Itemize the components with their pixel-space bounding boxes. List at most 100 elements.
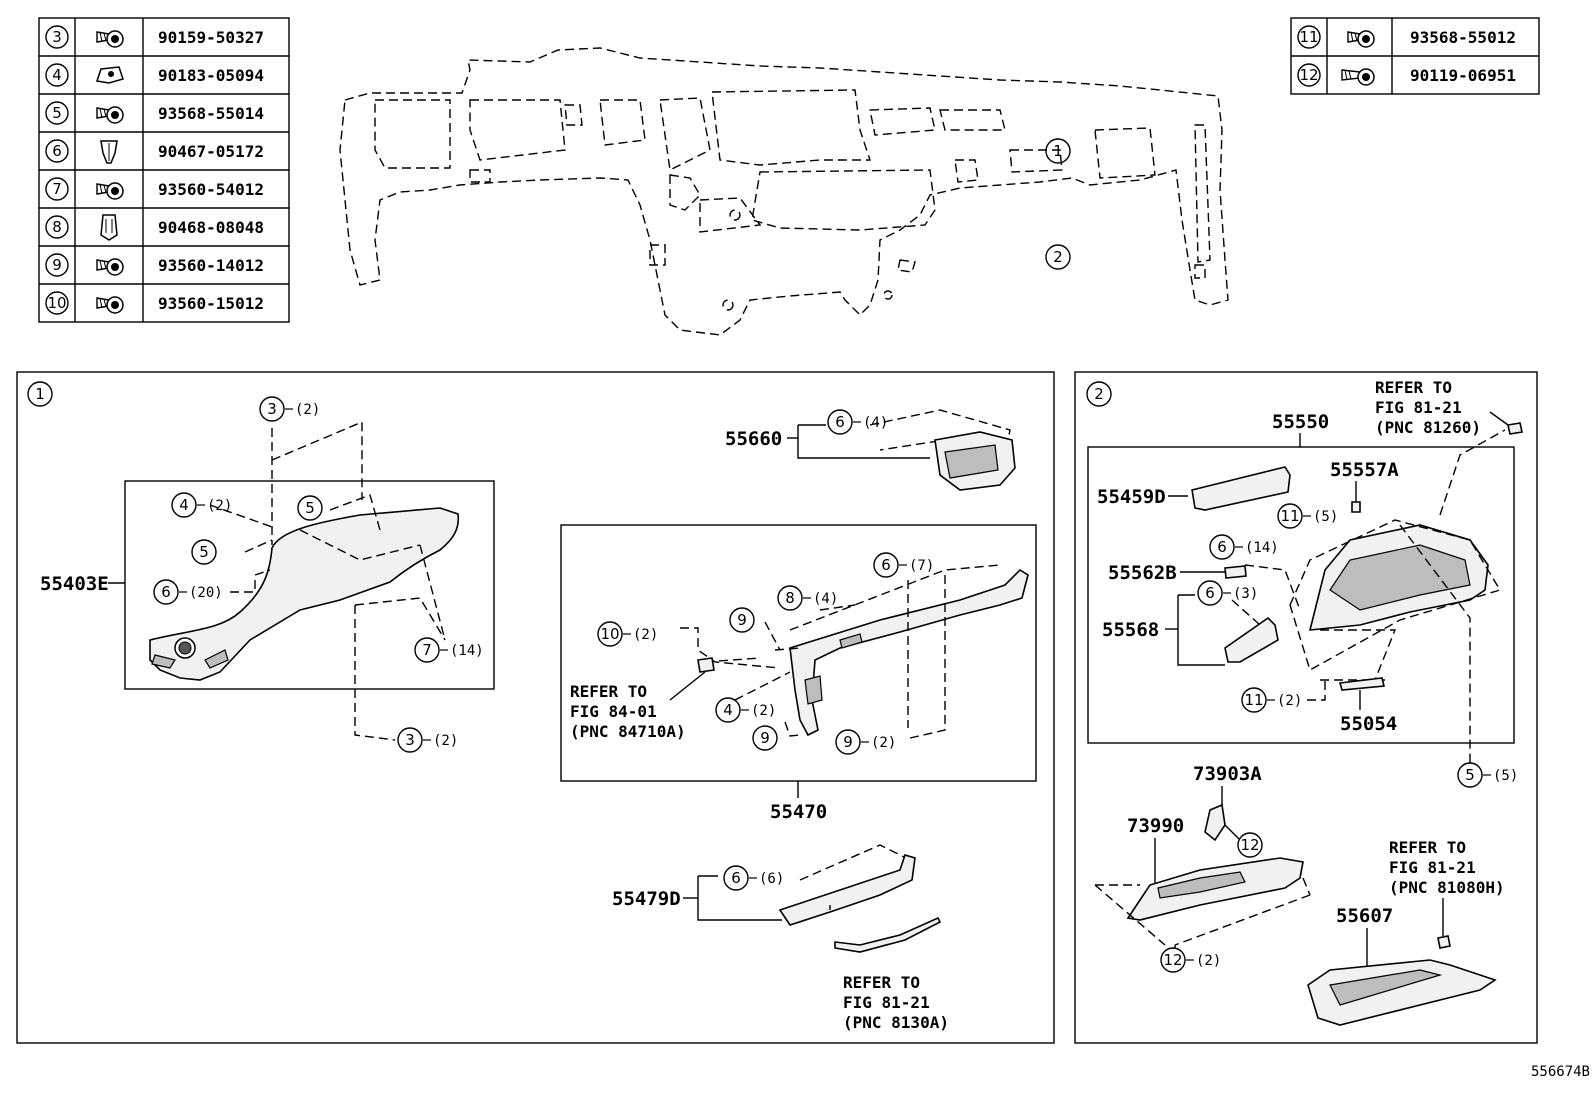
label-55568: 55568: [1102, 619, 1159, 641]
panel-2-heading: 2: [1094, 385, 1104, 403]
callout-qty: (5): [1493, 768, 1518, 784]
callout: 11 (2): [1241, 687, 1302, 713]
panel-1-heading: 1: [35, 385, 45, 403]
callout-qty: (4): [813, 591, 838, 607]
callout-number: 7: [422, 641, 432, 659]
label-55562B: 55562B: [1108, 562, 1177, 584]
fastener-table-right: [1290, 17, 1540, 95]
fastener-callout-number: 5: [52, 104, 62, 122]
callout: 11(5): [1277, 503, 1338, 529]
label-55479D: 55479D: [612, 888, 681, 910]
fastener-callout-number: 3: [52, 28, 62, 46]
callout-number: 3: [267, 400, 277, 418]
label-55470: 55470: [770, 801, 827, 823]
callout-number: 5: [305, 499, 315, 517]
callout-number: 12: [1240, 836, 1259, 854]
callout-qty: (2): [433, 733, 458, 749]
callout-qty: (2): [295, 402, 320, 418]
fastener-part-number: 93560-14012: [158, 256, 264, 275]
fastener-part-number: 93560-54012: [158, 180, 264, 199]
label-73990: 73990: [1127, 815, 1184, 837]
fastener-part-number: 90183-05094: [158, 66, 264, 85]
callout-qty: (14): [1245, 540, 1279, 556]
ref-fig-81-21-81260: REFER TO FIG 81-21 (PNC 81260): [1375, 378, 1481, 437]
callout: 6(7): [873, 552, 934, 578]
glovebox-liner-part: [1307, 959, 1497, 1026]
panel-1: 1 55403E 55660 55470: [16, 371, 1055, 1044]
callout-qty: (2): [871, 735, 896, 751]
callout-number: 10: [600, 625, 619, 643]
ref-81260-line-2: FIG 81-21: [1375, 398, 1462, 417]
duct-part: [1224, 616, 1279, 663]
callout: 4 (2): [715, 697, 776, 723]
label-55660: 55660: [725, 428, 782, 450]
fastener-row: 4 90183-05094: [45, 63, 264, 87]
bolt-icon: [96, 296, 124, 314]
callout: 10(2): [597, 621, 658, 647]
center-trim-part: [789, 568, 1029, 737]
clip-nut-icon: [96, 66, 124, 84]
fastener-part-number: 90119-06951: [1410, 66, 1516, 85]
bolt-icon: [1347, 30, 1375, 48]
callout: 6 (14): [1209, 534, 1279, 560]
fastener-part-number: 90467-05172: [158, 142, 264, 161]
callout-number: 9: [737, 611, 747, 629]
callout-qty: (2): [1277, 693, 1302, 709]
panel-2: 2 55550 55459D 55557A 55562B 55568 55054: [1074, 371, 1538, 1044]
callout-number: 6: [161, 583, 171, 601]
callout-number: 6: [731, 869, 741, 887]
ref-81080-line-2: FIG 81-21: [1389, 858, 1476, 877]
callout: 5: [191, 539, 217, 565]
long-bolt-icon: [1341, 68, 1375, 86]
callout: 5: [297, 495, 323, 521]
callout-qty: (3): [1233, 586, 1258, 602]
callout-number: 12: [1163, 951, 1182, 969]
label-55557A: 55557A: [1330, 459, 1399, 481]
fastener-callout-number: 11: [1299, 28, 1318, 46]
label-55054: 55054: [1340, 713, 1397, 735]
callout: 5 (5): [1457, 762, 1518, 788]
label-73903A: 73903A: [1193, 763, 1262, 785]
callout: 9: [729, 607, 755, 633]
callout-number: 11: [1280, 507, 1299, 525]
callout-number: 9: [760, 729, 770, 747]
callout-qty: (20): [189, 585, 223, 601]
ref-8130-line-1: REFER TO: [843, 973, 920, 992]
ref-84-line-1: REFER TO: [570, 682, 647, 701]
fastener-table-left: [38, 17, 290, 323]
label-55550: 55550: [1272, 411, 1329, 433]
push-clip-icon: [100, 140, 118, 164]
callout: 9(2): [835, 729, 896, 755]
spring-clip-icon: [100, 214, 118, 241]
bolt-icon: [96, 182, 124, 200]
callout-number: 4: [179, 496, 189, 514]
callout-number: 5: [1465, 766, 1475, 784]
callout: 3 (2): [259, 396, 320, 422]
callout: 8(4): [777, 585, 838, 611]
fastener-callout-number: 9: [52, 256, 62, 274]
ref-8130-line-3: (PNC 8130A): [843, 1013, 949, 1032]
callout: 6 (3): [1197, 580, 1258, 606]
fastener-callout-number: 7: [52, 180, 62, 198]
ref-81260-line-1: REFER TO: [1375, 378, 1452, 397]
callout: 7(14): [414, 637, 484, 663]
fastener-callout-number: 10: [47, 294, 66, 312]
callout-number: 4: [723, 701, 733, 719]
callout-qty: (2): [751, 703, 776, 719]
ref-81080-line-1: REFER TO: [1389, 838, 1466, 857]
lower-trim-part: [778, 854, 916, 926]
ref-fig-81-21-81080H: REFER TO FIG 81-21 (PNC 81080H): [1389, 838, 1505, 897]
callout-number: 3: [405, 731, 415, 749]
ref-81080-line-3: (PNC 81080H): [1389, 878, 1505, 897]
fastener-row: 10 93560-15012: [45, 291, 264, 315]
fastener-part-number: 93560-15012: [158, 294, 264, 313]
callout-number: 11: [1244, 691, 1263, 709]
ref-fig-81-21-8130A: REFER TO FIG 81-21 (PNC 8130A): [843, 973, 949, 1032]
callout-number: 6: [1205, 584, 1215, 602]
callout-number: 6: [1217, 538, 1227, 556]
fastener-callout-number: 4: [52, 66, 62, 84]
callout-qty: (7): [909, 558, 934, 574]
figure-code: 556674B: [1531, 1064, 1590, 1080]
